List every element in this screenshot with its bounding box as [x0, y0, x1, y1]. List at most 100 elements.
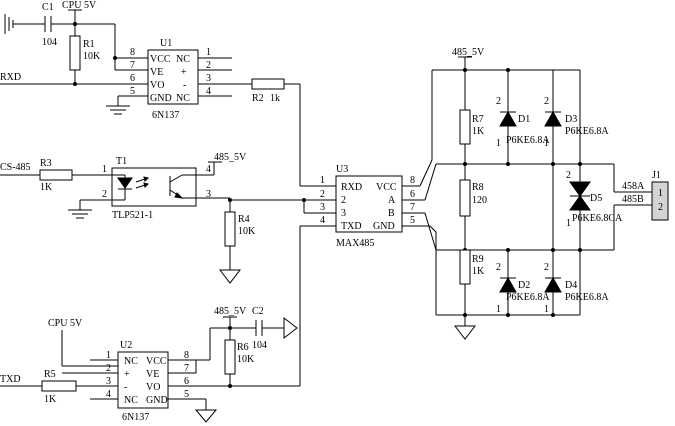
d2-value: P6KE6.8A	[506, 292, 550, 303]
resistor-r2: R2 1k	[251, 78, 300, 104]
u2-pin-7: 7	[184, 363, 189, 374]
u2-pin-4: 4	[106, 389, 111, 400]
d4-pin-anode: 1	[544, 304, 549, 315]
u2-part: 6N137	[122, 412, 149, 423]
u2-label-vcc: VCC	[146, 356, 167, 367]
d3-value: P6KE6.8A	[565, 126, 609, 137]
t1-pin-3: 3	[206, 189, 211, 200]
capacitor-c2: C2 104	[230, 306, 298, 351]
r1-value: 10K	[83, 51, 101, 62]
u1-label-nc1: NC	[176, 54, 190, 65]
r7-ref: R7	[472, 114, 484, 125]
u3-label-2: 2	[341, 195, 346, 206]
u1-label-plus: +	[181, 67, 187, 78]
u2-label-plus: +	[124, 369, 130, 380]
u3-pin-5: 5	[410, 215, 415, 226]
ground-symbol	[106, 105, 130, 115]
resistor-r9: R9 1K	[459, 249, 485, 315]
resistor-r6: R6 10K	[224, 339, 255, 388]
u1-pin-1: 1	[206, 47, 211, 58]
c2-value: 104	[252, 340, 267, 351]
u3-label-gnd: GND	[373, 221, 395, 232]
d5-pin-2: 2	[566, 170, 571, 181]
resistor-r5: R5 1K	[41, 369, 77, 405]
u2-label-nc4: NC	[124, 395, 138, 406]
u2-ref: U2	[120, 340, 132, 351]
p485-bottom-label: 485_5V	[214, 306, 247, 317]
d1-value: P6KE6.8A	[506, 135, 550, 146]
ground-triangle-icon	[194, 409, 218, 423]
u1-ref: U1	[160, 38, 172, 49]
u3-pin-1: 1	[320, 175, 325, 186]
resistor-r8: R8 120	[459, 164, 487, 250]
d4-pin-cathode: 2	[544, 262, 549, 273]
d3-ref: D3	[565, 114, 577, 125]
d2-pin-cathode: 2	[496, 262, 501, 273]
u2-label-gnd: GND	[146, 395, 168, 406]
r8-ref: R8	[472, 182, 484, 193]
d1-ref: D1	[518, 114, 530, 125]
u2-label-nc1: NC	[124, 356, 138, 367]
ground-symbol	[68, 209, 92, 219]
u1-label-nc4: NC	[176, 93, 190, 104]
r3-value: 1K	[40, 182, 53, 193]
u2-pin-8: 8	[184, 350, 189, 361]
txd-net-label: TXD	[0, 374, 21, 385]
j1-pin-2: 2	[658, 202, 663, 213]
u2-pin-1: 1	[106, 350, 111, 361]
r4-value: 10K	[238, 226, 256, 237]
tvs-diode-d5: 2 1 D5 P6KE6.8CA	[566, 70, 623, 315]
r6-ref: R6	[237, 342, 249, 353]
t1-part: TLP521-1	[112, 210, 153, 221]
cpu5v-top-label: CPU 5V	[62, 0, 97, 11]
u3-pin-3: 3	[320, 202, 325, 213]
t1-pin-1: 1	[102, 164, 107, 175]
u2-pin-2: 2	[106, 363, 111, 374]
u2-body	[117, 351, 169, 409]
d4-ref: D4	[565, 280, 577, 291]
d1-pin-cathode: 2	[496, 96, 501, 107]
ground-triangle-icon	[453, 325, 477, 340]
r2-ref: R2	[252, 93, 264, 104]
d2-pin-anode: 1	[496, 304, 501, 315]
u3-part: MAX485	[336, 238, 374, 249]
p485-mid-label: 485_5V	[214, 152, 247, 163]
c1-ref: C1	[42, 2, 54, 13]
u2-pin-3: 3	[106, 376, 111, 387]
t1-ref: T1	[116, 156, 127, 167]
cpu5v-top-rail: CPU 5V	[62, 0, 97, 36]
u3-label-b: B	[388, 208, 395, 219]
r6-value: 10K	[237, 354, 255, 365]
ground-triangle-icon	[218, 269, 242, 284]
diode-d2: 2 1 D2 P6KE6.8A	[496, 248, 550, 315]
d3-pin-cathode: 2	[544, 96, 549, 107]
u1-label-vcc: VCC	[150, 54, 171, 65]
u1-part: 6N137	[152, 110, 179, 121]
capacitor-c1: C1 104	[42, 2, 115, 48]
cs485-net-label: CS-485	[0, 162, 31, 173]
p485-top-label: 485_5V	[452, 47, 485, 58]
d2-ref: D2	[518, 280, 530, 291]
r1-ref: R1	[83, 39, 95, 50]
resistor-r3: R3 1K	[39, 158, 73, 193]
r4-ref: R4	[238, 214, 250, 225]
t1-section: CS-485 R3 1K 1 2 3 4 T1 TLP521-1	[0, 152, 336, 284]
u3-body	[335, 175, 403, 233]
u2-label-minus: -	[124, 382, 127, 393]
u2-label-vo: VO	[146, 382, 160, 393]
ground-symbol	[4, 14, 45, 34]
u2-label-ve: VE	[146, 369, 159, 380]
d5-value: P6KE6.8CA	[572, 213, 623, 224]
j1-ref: J1	[652, 170, 661, 181]
u3-label-txd: TXD	[341, 221, 362, 232]
r9-value: 1K	[472, 266, 485, 277]
u1-label-minus: -	[183, 80, 186, 91]
u1-pin-8: 8	[130, 47, 135, 58]
u3-label-rxd: RXD	[341, 182, 362, 193]
protection-section: 485_5V R7 1K R8 120 R9 1K	[431, 47, 669, 340]
u1-body	[147, 49, 199, 105]
u3-label-vcc: VCC	[376, 182, 397, 193]
diode-d4: 2 1 D4 P6KE6.8A	[544, 250, 609, 315]
c2-ref: C2	[252, 306, 264, 317]
d5-ref: D5	[590, 193, 602, 204]
